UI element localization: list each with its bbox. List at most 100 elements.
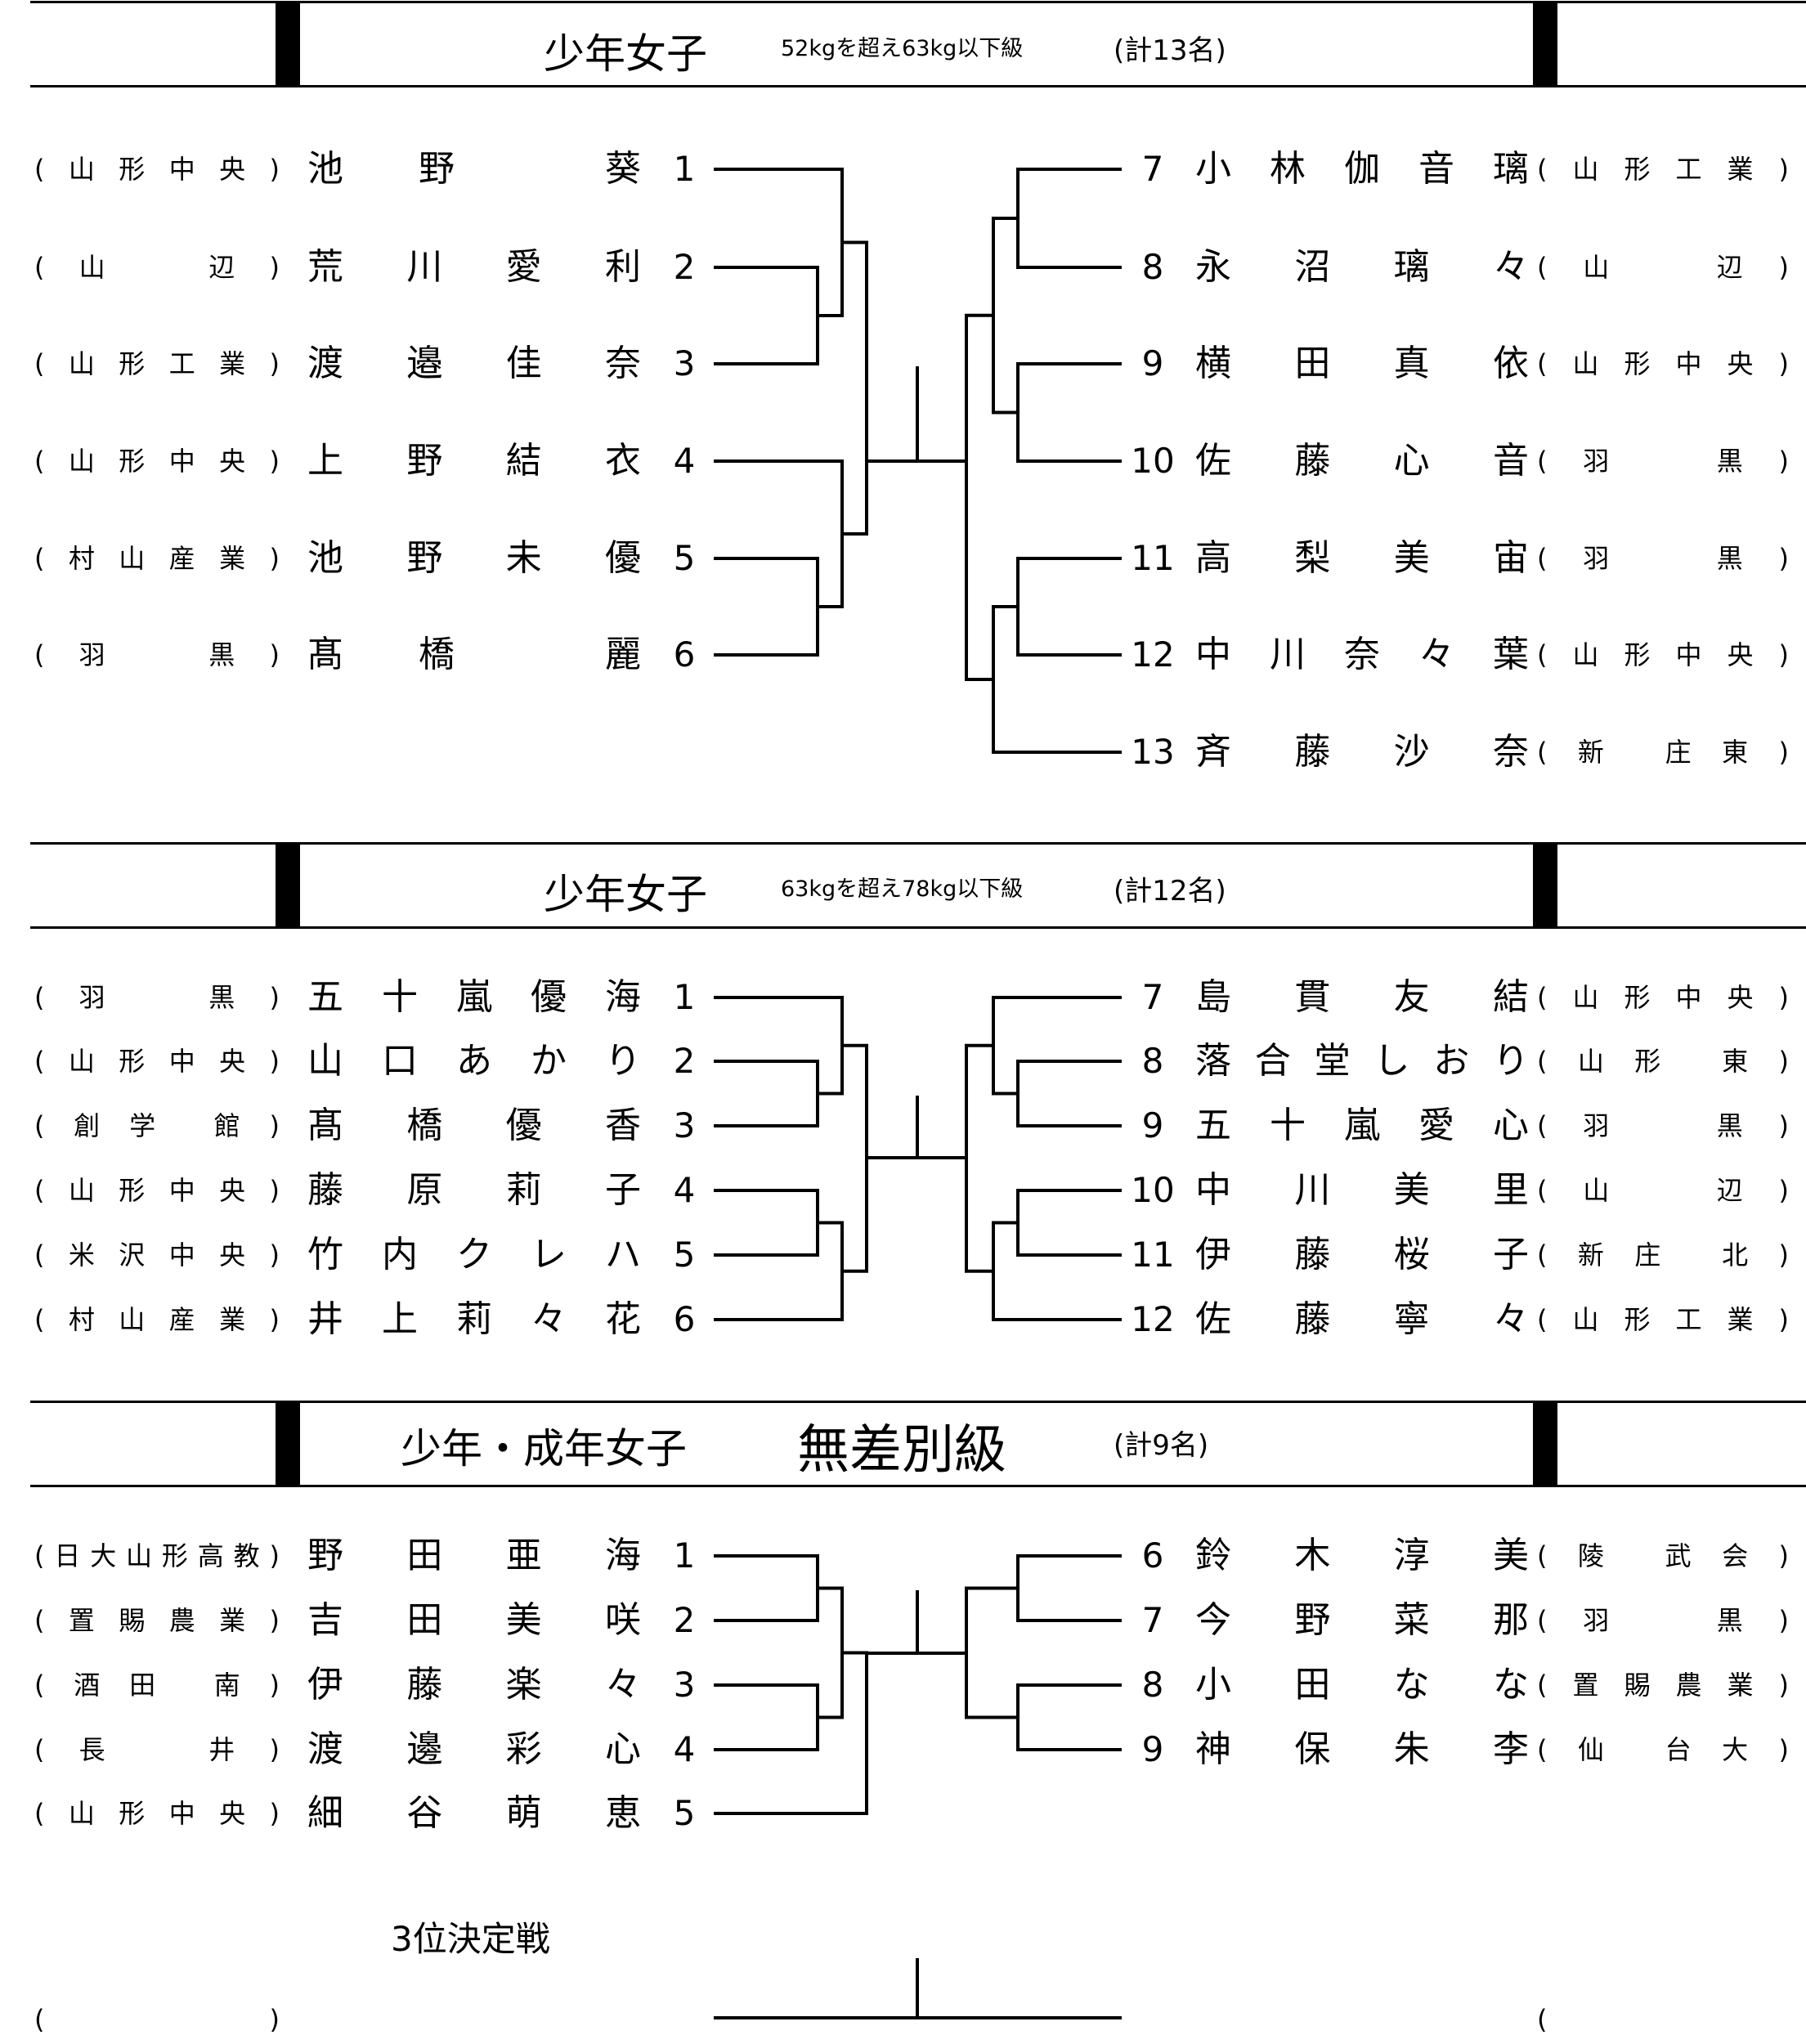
athlete-name-char: 美 — [505, 1599, 542, 1641]
affiliation-char: ) — [269, 446, 280, 477]
affiliation-char: ( — [34, 1540, 45, 1571]
affiliation-char: 田 — [129, 1670, 156, 1701]
affiliation: (山辺) — [34, 243, 280, 292]
header-bottom-rule — [30, 1485, 1806, 1487]
affiliation-char: 仙 — [1577, 1734, 1604, 1765]
athlete-name: 横田真依 — [1195, 339, 1529, 388]
seed-number: 11 — [1131, 1235, 1175, 1275]
athlete-name-char: 佐 — [1195, 440, 1231, 482]
affiliation-char: ) — [1778, 446, 1789, 477]
athlete-name-char: 田 — [406, 1599, 443, 1641]
seed-number: 13 — [1131, 732, 1175, 772]
athlete-name-char: 野 — [1294, 1599, 1331, 1641]
affiliation-char: 辺 — [208, 252, 235, 283]
bracket-line — [965, 1043, 993, 1273]
athlete-name-char: 藤 — [406, 1664, 443, 1706]
athlete-name-char: 佐 — [1195, 1298, 1231, 1340]
affiliation-char: 置 — [68, 1605, 95, 1636]
seed-number: 10 — [1131, 1170, 1175, 1210]
affiliation-char: 中 — [168, 1175, 195, 1206]
affiliation-char: ) — [269, 1734, 280, 1765]
bracket-line — [714, 1683, 819, 1751]
athlete-name-char: 山 — [307, 1040, 343, 1082]
bracket-line — [1016, 1554, 1122, 1622]
athlete-name-char: 木 — [1294, 1535, 1331, 1576]
affiliation-char: ( — [34, 348, 45, 379]
athlete-name-char: 川 — [1270, 634, 1306, 675]
athlete-name-char: 友 — [1393, 976, 1430, 1018]
athlete-name-char: 髙 — [307, 1105, 343, 1146]
third-place-right: ( — [1537, 1995, 1782, 2044]
affiliation-char: 山 — [1583, 252, 1610, 283]
affiliation: (山辺) — [1537, 1166, 1789, 1215]
athlete-name-char: 音 — [1492, 440, 1529, 482]
affiliation-char: 山 — [1572, 1304, 1599, 1335]
affiliation-char: 賜 — [119, 1605, 146, 1636]
affiliation-char: 形 — [119, 446, 146, 477]
affiliation-char: ) — [1778, 639, 1789, 670]
affiliation-char: 中 — [168, 1239, 195, 1271]
athlete-name-char: 野 — [406, 440, 443, 482]
athlete-name: 鈴木淳美 — [1195, 1531, 1529, 1580]
athlete-name-char: 野 — [406, 537, 443, 579]
affiliation: (山形工業) — [34, 339, 280, 388]
affiliation-char: ( — [34, 1734, 45, 1765]
affiliation-char: ) — [269, 252, 280, 283]
athlete-name-char: 奈 — [1492, 731, 1529, 773]
athlete-name-char: 李 — [1492, 1728, 1529, 1770]
affiliation-char: 創 — [74, 1110, 101, 1141]
affiliation-char: 山 — [68, 154, 95, 185]
affiliation-char: 山 — [1572, 982, 1599, 1013]
affiliation-char: ) — [1778, 1540, 1789, 1571]
bracket-line — [992, 1221, 1122, 1321]
athlete-name-char: 萌 — [505, 1792, 542, 1834]
affiliation: (山形中央) — [34, 145, 280, 194]
seed-number: 5 — [673, 1235, 696, 1275]
athlete-name: 吉田美咲 — [307, 1596, 641, 1645]
athlete-name-char: 横 — [1195, 343, 1231, 384]
athlete-name-char: 莉 — [505, 1169, 542, 1211]
affiliation-char: 央 — [219, 154, 246, 185]
athlete-name-char: 子 — [1492, 1234, 1529, 1275]
athlete-name-char: 邉 — [406, 343, 443, 384]
athlete-name-char: 中 — [1195, 1169, 1231, 1211]
athlete-name-char: 渡 — [307, 1728, 343, 1770]
athlete-name-char: 海 — [605, 976, 641, 1018]
athlete-name-char: 渡 — [307, 343, 343, 384]
seed-number: 10 — [1131, 441, 1175, 481]
affiliation-char: ( — [1537, 1304, 1548, 1335]
athlete-name-char: 咲 — [604, 1599, 641, 1641]
affiliation-char: 形 — [119, 1046, 146, 1077]
affiliation-char: ( — [1537, 1175, 1548, 1206]
bracket-line — [1016, 1683, 1122, 1751]
athlete-name-char: 荒 — [307, 246, 343, 288]
affiliation-char: 新 — [1577, 1239, 1604, 1271]
athlete-name-char: 藤 — [1294, 731, 1331, 773]
athlete-name-char: 川 — [1294, 1169, 1331, 1211]
affiliation-char: 業 — [1727, 154, 1754, 185]
athlete-name-char: 璃 — [1493, 148, 1529, 190]
affiliation-char: ) — [269, 1175, 280, 1206]
affiliation-char: 中 — [168, 1046, 195, 1077]
athlete-name-char: 朱 — [1393, 1728, 1430, 1770]
affiliation-char: 賜 — [1624, 1670, 1651, 1701]
affiliation-char: 形 — [119, 1175, 146, 1206]
affiliation: (酒田南) — [34, 1661, 280, 1710]
athlete-name-char: 未 — [505, 537, 542, 579]
athlete-name: 中川奈々葉 — [1195, 630, 1529, 679]
seed-number: 1 — [673, 1535, 696, 1576]
seed-number: 4 — [673, 1729, 696, 1769]
athlete-name-char: 衣 — [604, 440, 641, 482]
seed-number: 4 — [673, 1170, 696, 1210]
athlete-name: 中川美里 — [1195, 1166, 1529, 1215]
athlete-name-char: 井 — [307, 1298, 343, 1340]
affiliation-char: 館 — [213, 1110, 240, 1141]
athlete-name-char: り — [605, 1040, 641, 1082]
athlete-name-char: 楽 — [505, 1664, 542, 1706]
seed-number: 2 — [673, 1600, 696, 1640]
